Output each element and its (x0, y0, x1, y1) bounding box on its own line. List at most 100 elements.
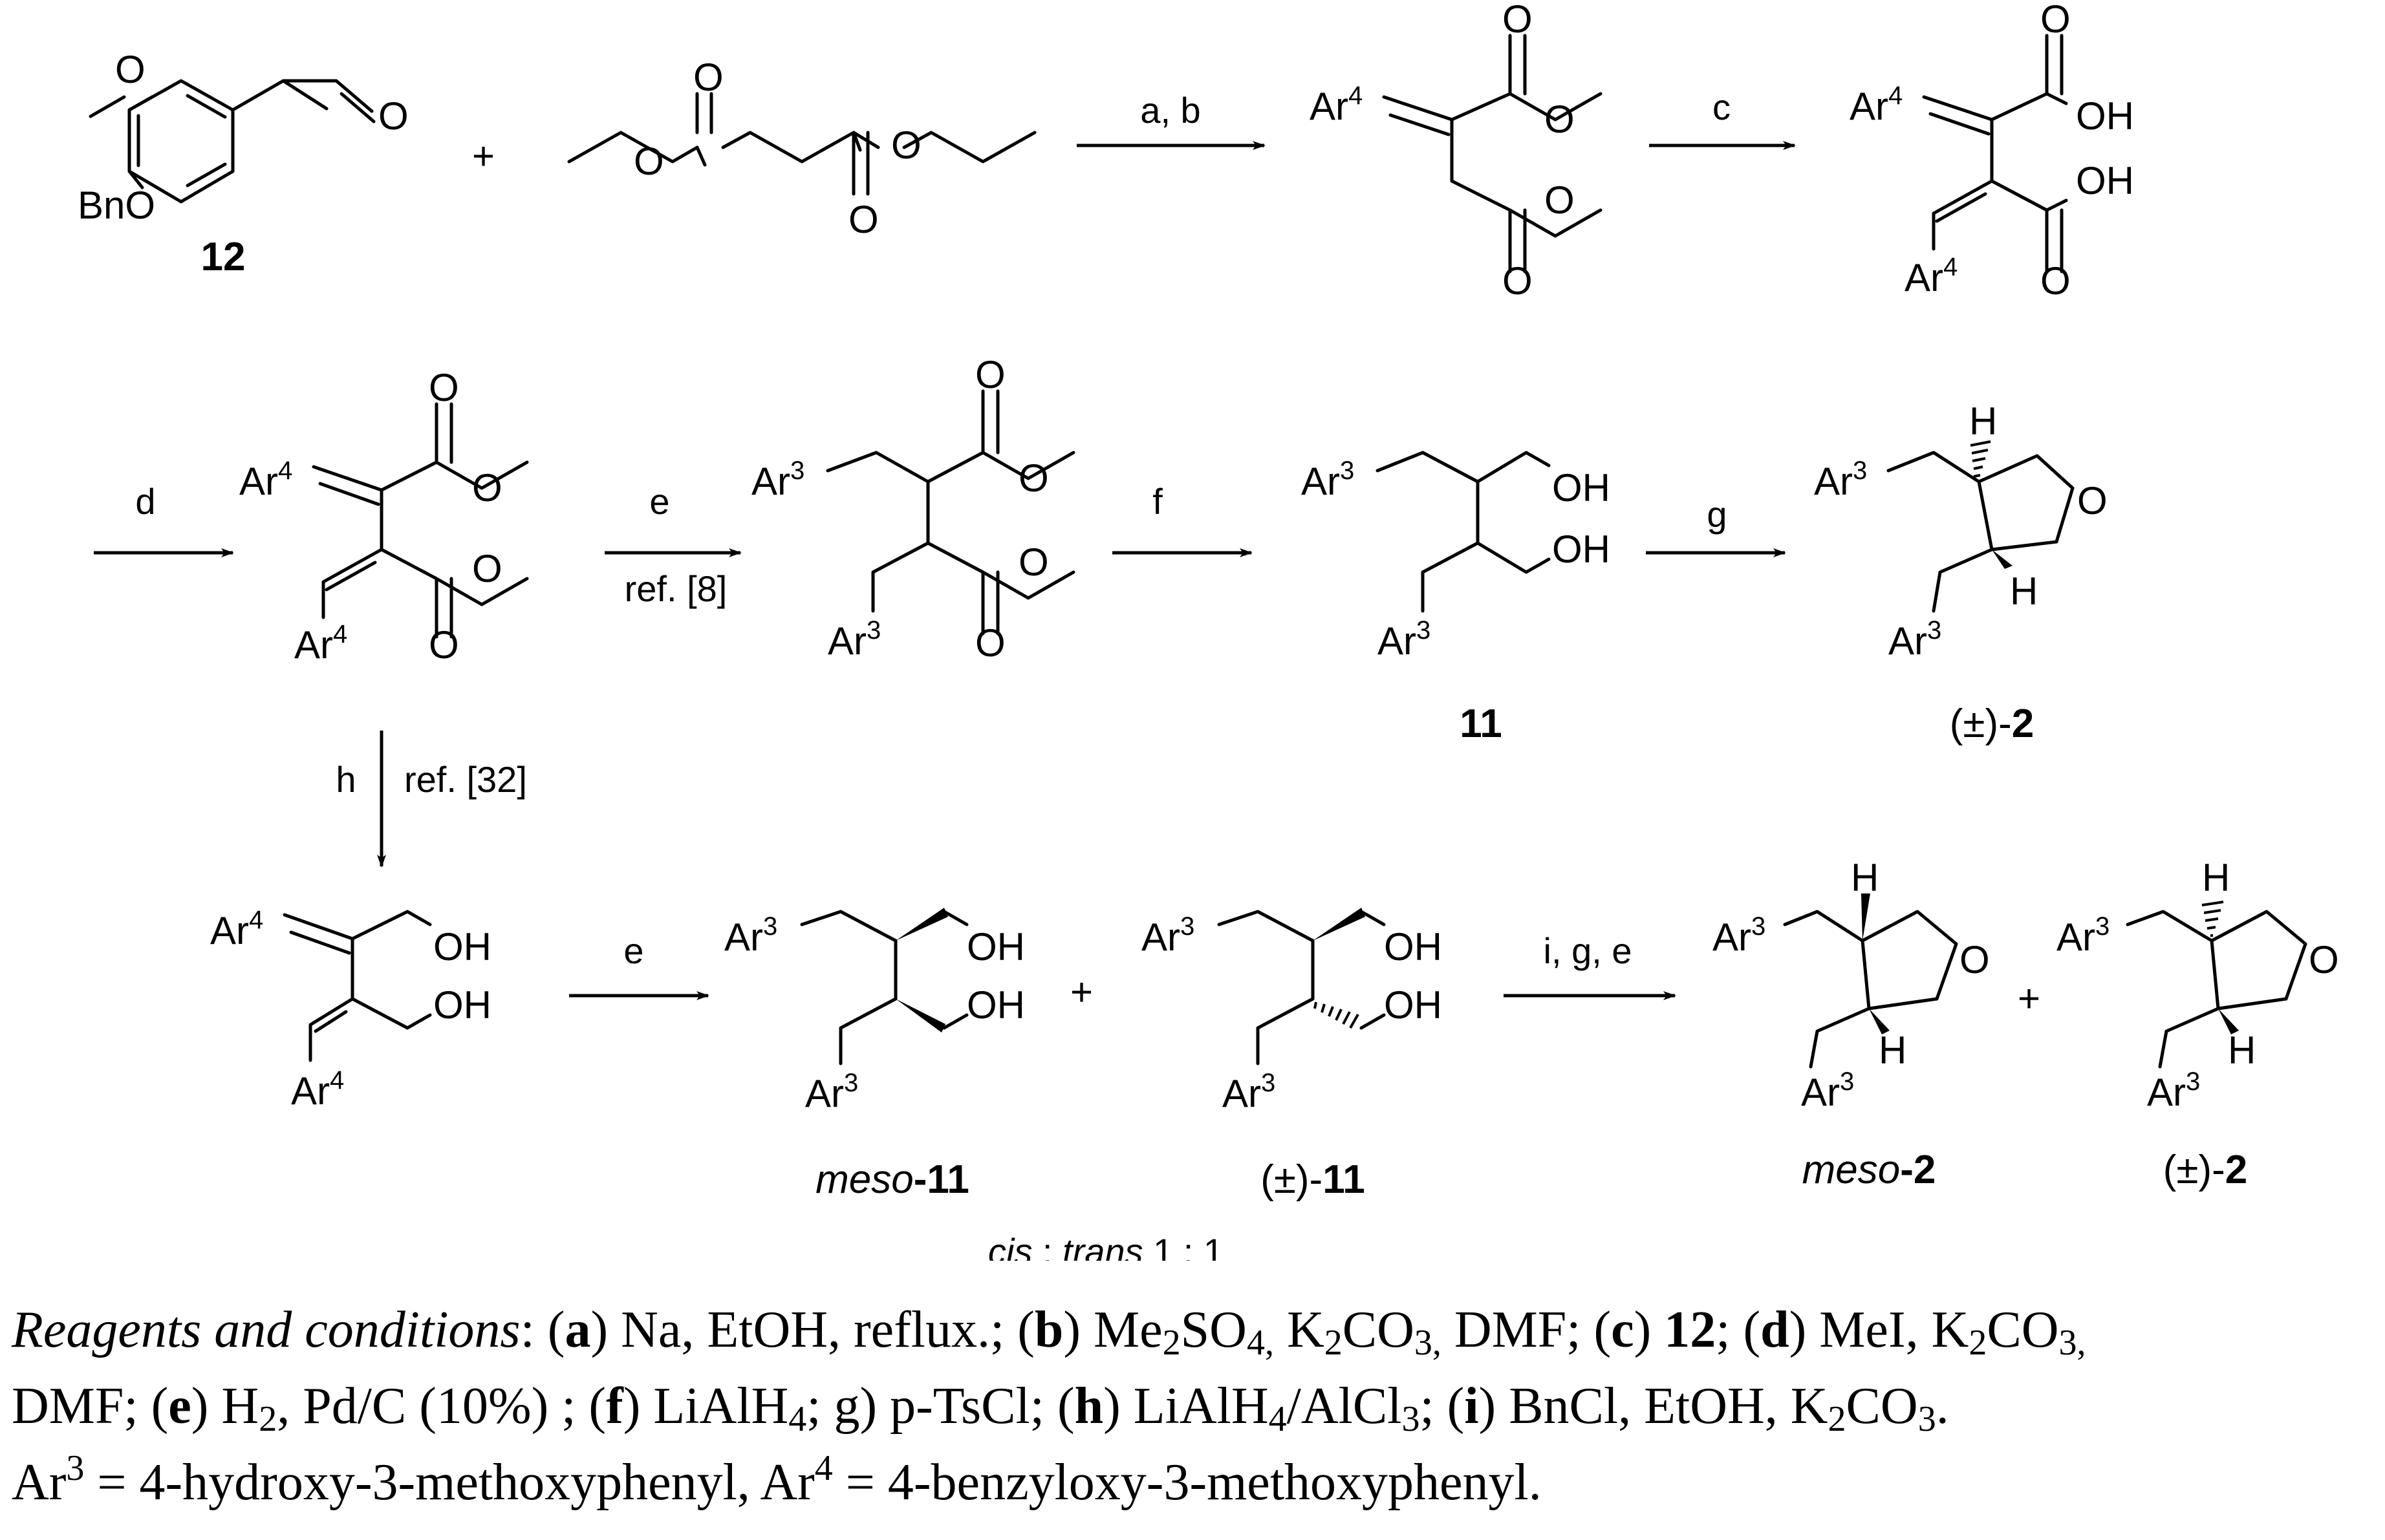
arrow-step-f: f (1112, 481, 1253, 557)
atom-o-ester-a: O (1544, 98, 1575, 141)
compound-label-pm2: (±)-2 (1950, 701, 2034, 746)
atom-o-ester-c: O (472, 466, 502, 509)
atom-o-carbonyl-2: O (848, 198, 879, 241)
atom-ar4-bottom: Ar4 (1905, 253, 1958, 299)
atom-oh-bottom-pm11: OH (1384, 983, 1442, 1027)
arrow-step-c: c (1649, 87, 1796, 150)
atom-ar3-top-pm2: Ar3 (1814, 456, 1867, 503)
compound-pm2-structure: H O H Ar3 Ar3 (±)-2 (1814, 400, 2108, 746)
atom-h-top-pm2b: H (2202, 856, 2230, 899)
arrow-step-d: d (94, 481, 234, 557)
bis-ylidene-diol-structure: Ar4 OH OH Ar4 (210, 906, 491, 1113)
atom-ar4-ylidene: Ar4 (1310, 81, 1363, 128)
compound-label-meso2: meso-2 (1802, 1148, 1936, 1192)
atom-h-bottom-pm2b: H (2228, 1029, 2256, 1072)
compound-12-structure: O O BnO 12 (78, 48, 409, 279)
atom-o-ester-b: O (1544, 178, 1575, 222)
arrow-step-h: h ref. [32] (336, 731, 527, 868)
atom-oh-acid-bottom: OH (2076, 159, 2134, 202)
atom-ar3-bottom-pm2b: Ar3 (2147, 1067, 2200, 1114)
label-step-ab: a, b (1140, 90, 1200, 131)
atom-h-bottom-pm2: H (2010, 570, 2038, 613)
atom-ar3-top-11: Ar3 (1301, 456, 1354, 503)
label-step-e2: e (623, 930, 643, 971)
reaction-scheme: O O BnO 12 + O O O O a, b Ar4 O O O O c (78, 0, 2339, 1261)
atom-o-ester-d: O (472, 547, 502, 590)
atom-o-carbonyl-e: O (975, 353, 1006, 396)
arrow-step-ige: i, g, e (1504, 930, 1676, 1000)
atom-bno: BnO (78, 184, 155, 227)
compound-label-12: 12 (201, 235, 246, 279)
atom-o-carbonyl-f: O (975, 621, 1006, 665)
atom-o-carbonyl-a: O (1502, 0, 1533, 41)
atom-oh-acid-top: OH (2076, 94, 2134, 138)
bis-ylidene-diester-structure: Ar4 O O O O Ar4 (239, 366, 529, 667)
atom-ar3-top-pm2b: Ar3 (2056, 912, 2110, 959)
compound-meso2-structure: H O H Ar3 Ar3 meso-2 (1712, 856, 1990, 1192)
atom-ar3-bottom-e: Ar3 (828, 616, 881, 663)
atom-o-aldehyde: O (378, 94, 409, 138)
atom-ar3-bottom-pm11: Ar3 (1222, 1069, 1275, 1115)
label-step-h-ref: ref. [32] (404, 759, 527, 800)
label-step-d: d (135, 481, 155, 522)
atom-o-ring-meso2: O (1959, 938, 1990, 981)
atom-o-ester-e: O (1019, 456, 1049, 500)
ylidene-diester-structure: Ar4 O O O O (1310, 0, 1603, 303)
arrow-step-e2: e (569, 930, 709, 1000)
arrow-step-g: g (1646, 494, 1786, 557)
atom-ar3-top-meso11: Ar3 (724, 912, 777, 959)
compound-label-pm2b: (±)-2 (2163, 1148, 2247, 1192)
atom-o-carbonyl-c: O (429, 366, 459, 409)
label-step-e1-ref: ref. [8] (625, 568, 728, 609)
atom-o-acid-top: O (2040, 0, 2071, 41)
atom-ar3-top-pm11: Ar3 (1141, 912, 1194, 959)
diethyl-succinate-structure: O O O O (567, 56, 1037, 241)
atom-o-carbonyl-1: O (693, 56, 724, 99)
atom-h-top-meso2: H (1851, 856, 1879, 899)
atom-ar3-top-meso2: Ar3 (1712, 912, 1765, 959)
compound-11-structure: Ar3 OH OH Ar3 11 (1301, 451, 1610, 746)
plus-sign-3: + (2018, 977, 2040, 1020)
atom-ar4-bottom-2: Ar4 (294, 620, 347, 667)
atom-ar4-top-2: Ar4 (239, 456, 292, 503)
atom-oh-bottom-11: OH (1552, 528, 1610, 571)
atom-oh-top-pm11: OH (1384, 925, 1442, 968)
bis-ylidene-diacid-structure: Ar4 O OH OH O Ar4 (1850, 0, 2134, 303)
reagents-conditions-footnote: Reagents and conditions: (a) Na, EtOH, r… (12, 1292, 2372, 1521)
atom-o-ring-pm2: O (2077, 479, 2108, 522)
atom-ar4-top: Ar4 (1850, 81, 1903, 128)
arrow-step-e1: e ref. [8] (605, 481, 742, 609)
atom-ar3-bottom-meso2: Ar3 (1801, 1067, 1854, 1114)
footnote-heading: Reagents and conditions (12, 1301, 521, 1358)
atom-o-ester-2: O (891, 123, 922, 167)
footnote-line-3: Ar3 = 4-hydroxy-3-methoxyphenyl, Ar4 = 4… (12, 1448, 1542, 1511)
atom-oh-top-11: OH (1552, 466, 1610, 509)
label-step-c: c (1712, 87, 1731, 127)
compound-pm2b-structure: H O H Ar3 Ar3 (±)-2 (2056, 856, 2339, 1192)
atom-o-carbonyl-d: O (429, 623, 459, 667)
atom-ar3-bottom-pm2: Ar3 (1888, 616, 1941, 663)
atom-o-methoxy: O (115, 48, 146, 91)
atom-ar3-bottom-meso11: Ar3 (805, 1069, 858, 1115)
arrow-step-ab: a, b (1077, 90, 1266, 150)
atom-oh-top-3: OH (433, 925, 491, 968)
atom-ar4-bottom-3: Ar4 (291, 1066, 344, 1113)
plus-sign-1: + (472, 134, 495, 178)
compound-pm11-structure: Ar3 OH OH Ar3 (±)-11 (1141, 908, 1442, 1202)
atom-oh-bottom-3: OH (433, 983, 491, 1027)
label-step-h: h (336, 759, 356, 800)
atom-o-ester-f: O (1019, 540, 1049, 584)
label-step-ige: i, g, e (1544, 930, 1632, 971)
atom-ar4-top-3: Ar4 (210, 906, 263, 952)
compound-label-pm11: (±)-11 (1260, 1157, 1365, 1202)
atom-h-top-pm2: H (1969, 400, 1997, 443)
atom-o-acid-bottom: O (2040, 259, 2071, 303)
footnote-line-2: DMF; (e) H2, Pd/C (10%) ; (f) LiAlH4; g)… (12, 1378, 1949, 1439)
atom-oh-bottom-meso11: OH (967, 983, 1025, 1027)
atom-h-bottom-meso2: H (1879, 1029, 1906, 1072)
atom-oh-top-meso11: OH (967, 925, 1025, 968)
footnote-line-1: Reagents and conditions: (a) Na, EtOH, r… (12, 1301, 2086, 1363)
label-step-e1: e (649, 481, 669, 522)
atom-o-carbonyl-b: O (1502, 259, 1533, 303)
atom-o-ring-pm2b: O (2309, 938, 2339, 981)
